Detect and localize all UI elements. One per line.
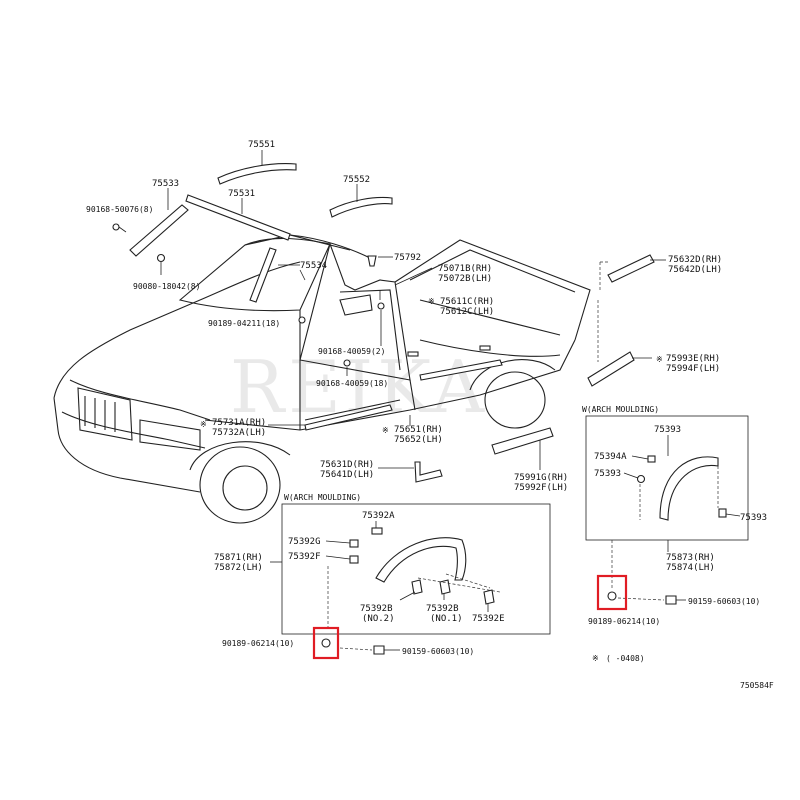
- inset-right: W(ARCH MOULDING) 75393 75394A 75393 7539…: [582, 405, 767, 541]
- part-75552: [329, 197, 393, 218]
- label-75611c: 75611C(RH): [440, 297, 494, 307]
- label-75992f: 75992F(LH): [514, 483, 568, 493]
- bolt-icon: [373, 645, 400, 655]
- label-75641d: 75641D(LH): [320, 470, 374, 480]
- label-75394a: 75394A: [594, 452, 627, 462]
- label-75993e: 75993E(RH): [666, 354, 720, 364]
- screw-icon: [156, 253, 166, 275]
- bolt-icon: [665, 595, 686, 605]
- label-75072b: 75072B(LH): [438, 274, 492, 284]
- label-75552: 75552: [343, 175, 370, 185]
- arch-moulding-rh: [659, 456, 719, 521]
- inset-right-title: W(ARCH MOULDING): [582, 405, 659, 414]
- inset-left-frame: [281, 503, 551, 635]
- label-75392b-no1: 75392B: [426, 604, 459, 614]
- highlight-box-right: [596, 574, 628, 611]
- label-75632d: 75632D(RH): [668, 255, 722, 265]
- part-75531: [185, 194, 291, 241]
- label-75533: 75533: [152, 179, 179, 189]
- label-75871: 75871(RH): [214, 553, 263, 563]
- label-90168-40059-18: 90168-40059(18): [316, 379, 388, 388]
- clip-icon: [112, 223, 127, 233]
- label-no1: (NO.1): [430, 614, 463, 624]
- highlight-box-left: [312, 626, 340, 660]
- part-75551: [217, 163, 297, 185]
- label-75392g: 75392G: [288, 537, 321, 547]
- note-mark: ※: [428, 297, 435, 306]
- clip-icon: [298, 316, 306, 324]
- label-75874: 75874(LH): [666, 563, 715, 573]
- note-text: ( -0408): [606, 654, 645, 663]
- clip-icon: [371, 527, 383, 535]
- label-90080-18042: 90080-18042(8): [133, 282, 200, 291]
- screw-icon: [377, 302, 385, 346]
- part-75533: [129, 204, 189, 257]
- label-r-90159: 90159-60603(10): [688, 597, 760, 606]
- label-75612c: 75612C(LH): [440, 307, 494, 317]
- part-75631d: [414, 461, 443, 483]
- label-75652: 75652(LH): [394, 435, 443, 445]
- note-mark: ※: [592, 654, 599, 663]
- label-75393-a: 75393: [654, 425, 681, 435]
- note-mark: ※: [200, 420, 207, 429]
- label-l-90159: 90159-60603(10): [402, 647, 474, 656]
- label-75392e: 75392E: [472, 614, 505, 624]
- note-mark: ※: [656, 355, 663, 364]
- label-75534: 75534: [300, 261, 327, 271]
- clip-icon: [439, 579, 451, 595]
- clip-icon: [718, 508, 727, 518]
- label-75873: 75873(RH): [666, 553, 715, 563]
- label-90168-50076: 90168-50076(8): [86, 205, 153, 214]
- inset-left: W(ARCH MOULDING) 75392A 75392G 75392F 75…: [281, 493, 551, 635]
- part-75991g: [491, 427, 554, 455]
- screw-icon: [321, 638, 331, 648]
- label-75551: 75551: [248, 140, 275, 150]
- label-75392b-no2: 75392B: [360, 604, 393, 614]
- label-90168-40059-2: 90168-40059(2): [318, 347, 385, 356]
- part-75993e: [587, 351, 635, 387]
- label-75994f: 75994F(LH): [666, 364, 720, 374]
- inset-right-frame: [585, 415, 749, 541]
- label-75392f: 75392F: [288, 552, 321, 562]
- label-l-90189: 90189-06214(10): [222, 639, 294, 648]
- label-75792: 75792: [394, 253, 421, 263]
- part-75534: [249, 247, 277, 303]
- label-75991g: 75991G(RH): [514, 473, 568, 483]
- label-75393-c: 75393: [740, 513, 767, 523]
- label-75642d: 75642D(LH): [668, 265, 722, 275]
- label-75731a: 75731A(RH): [212, 418, 266, 428]
- clip-icon: [367, 255, 377, 267]
- label-75651: 75651(RH): [394, 425, 443, 435]
- label-75732a: 75732A(LH): [212, 428, 266, 438]
- screw-icon: [343, 359, 351, 376]
- inset-left-title: W(ARCH MOULDING): [284, 493, 361, 502]
- label-75393-b: 75393: [594, 469, 621, 479]
- diagram-code: 750584F: [740, 681, 774, 690]
- screw-icon: [607, 591, 617, 601]
- label-75872: 75872(LH): [214, 563, 263, 573]
- part-75632d: [607, 254, 655, 283]
- label-75631d: 75631D(RH): [320, 460, 374, 470]
- clip-icon: [636, 474, 646, 484]
- clip-icon: [411, 579, 423, 595]
- clip-icon: [647, 455, 656, 463]
- arch-moulding-lh: [375, 537, 467, 583]
- clip-icon: [483, 589, 495, 605]
- label-75392a: 75392A: [362, 511, 395, 521]
- clip-icon: [349, 539, 359, 548]
- clip-icon: [349, 555, 359, 564]
- note-mark: ※: [382, 426, 389, 435]
- label-75531: 75531: [228, 189, 255, 199]
- label-r-90189: 90189-06214(10): [588, 617, 660, 626]
- truck-illustration: [53, 234, 591, 524]
- label-75071b: 75071B(RH): [438, 264, 492, 274]
- label-90189-04211: 90189-04211(18): [208, 319, 280, 328]
- label-no2: (NO.2): [362, 614, 395, 624]
